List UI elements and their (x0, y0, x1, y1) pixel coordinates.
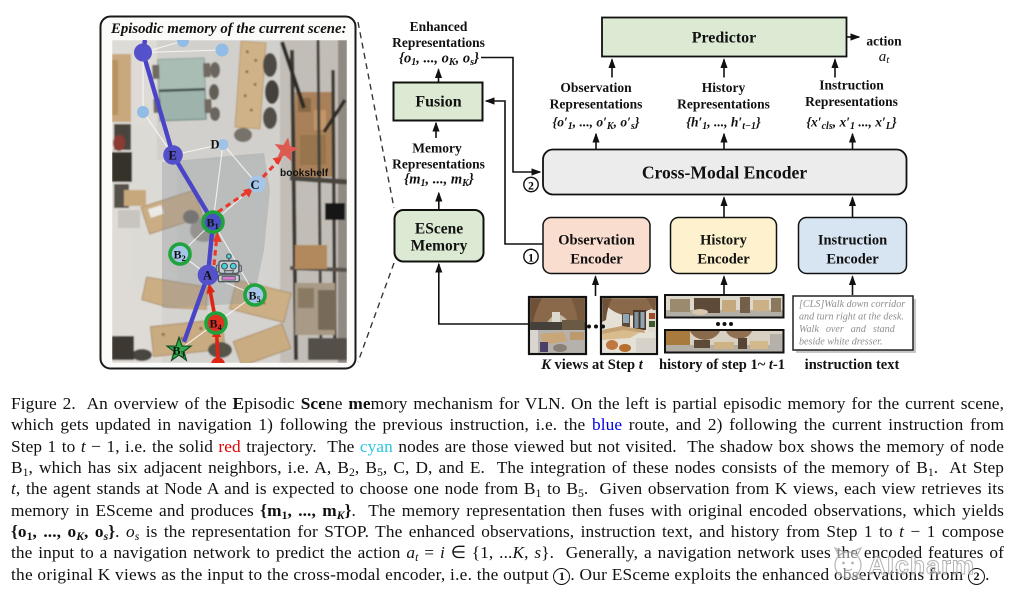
svg-text:2: 2 (182, 253, 186, 263)
svg-text:C: C (251, 178, 260, 192)
svg-text:E: E (169, 149, 177, 163)
svg-text:History: History (702, 80, 746, 95)
svg-text:3: 3 (181, 349, 185, 359)
svg-text:B: B (174, 248, 182, 262)
svg-text:Enhanced: Enhanced (410, 19, 468, 34)
svg-text:{o′1, ..., o′K, o′s}: {o′1, ..., o′K, o′s} (553, 115, 640, 133)
svg-text:B: B (210, 317, 218, 331)
svg-text:1: 1 (528, 252, 534, 264)
svg-text:{m1, ..., mK}: {m1, ..., mK} (404, 172, 474, 190)
svg-text:{x′cls, x′1 ..., x′L}: {x′cls, x′1 ..., x′L} (806, 115, 897, 133)
svg-text:action: action (866, 34, 902, 49)
svg-text:Predictor: Predictor (692, 30, 757, 47)
svg-text:Observation: Observation (560, 80, 632, 95)
svg-text:{h′1, ..., h′t−1}: {h′1, ..., h′t−1} (686, 115, 761, 133)
svg-text:Observation: Observation (558, 233, 635, 249)
svg-text:[CLS]Walk down corridor: [CLS]Walk down corridor (799, 299, 905, 310)
svg-text:Memory: Memory (411, 238, 468, 255)
svg-text:Encoder: Encoder (697, 252, 750, 268)
svg-text:instruction text: instruction text (805, 357, 900, 373)
svg-text:A: A (203, 269, 212, 283)
svg-text:Instruction: Instruction (819, 78, 884, 93)
svg-text:Representations: Representations (392, 35, 485, 50)
svg-text:Representations: Representations (805, 94, 898, 109)
svg-text:B: B (173, 344, 181, 358)
svg-text:2: 2 (528, 180, 534, 192)
svg-text:Encoder: Encoder (826, 252, 879, 268)
svg-text:5: 5 (257, 294, 261, 304)
svg-text:B: B (207, 216, 215, 230)
svg-text:Representations: Representations (550, 97, 643, 112)
svg-text:K views at Step t: K views at Step t (540, 357, 643, 373)
svg-text:Representations: Representations (392, 157, 485, 172)
svg-text:1: 1 (215, 221, 219, 231)
svg-text:{o1, ..., oK, os}: {o1, ..., oK, os} (399, 51, 479, 69)
svg-text:Cross-Modal Encoder: Cross-Modal Encoder (642, 163, 808, 183)
svg-text:Fusion: Fusion (415, 94, 461, 111)
svg-text:at: at (879, 49, 891, 66)
svg-text:Instruction: Instruction (818, 233, 887, 249)
svg-text:beside white dresser.: beside white dresser. (799, 337, 882, 348)
svg-text:Representations: Representations (677, 97, 770, 112)
svg-text:Episodic memory of the current: Episodic memory of the current scene: (110, 21, 347, 37)
svg-text:and turn right at the desk.: and turn right at the desk. (799, 312, 904, 323)
svg-text:4: 4 (218, 322, 223, 332)
svg-text:bookshelf: bookshelf (280, 168, 329, 179)
svg-text:B: B (249, 289, 257, 303)
svg-text:Memory: Memory (412, 141, 462, 156)
svg-text:EScene: EScene (415, 221, 463, 238)
svg-text:Encoder: Encoder (570, 252, 623, 268)
svg-text:D: D (211, 138, 220, 152)
svg-text:History: History (700, 233, 747, 249)
svg-text:history of step 1~ t-1: history of step 1~ t-1 (659, 357, 785, 373)
